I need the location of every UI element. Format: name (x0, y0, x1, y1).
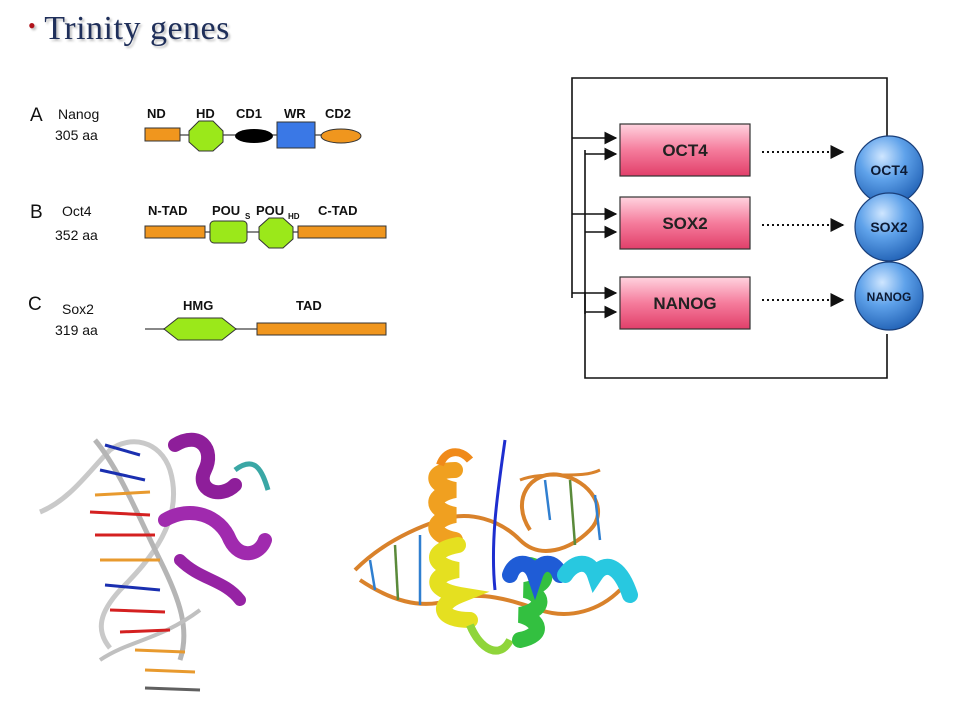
domain-label: CD1 (236, 106, 262, 121)
protein-label: SOX2 (870, 219, 908, 235)
domain-label: TAD (296, 298, 322, 313)
gene-label: OCT4 (662, 141, 708, 160)
protein-helix (158, 505, 272, 561)
domain-label: WR (284, 106, 306, 121)
protein-helix (512, 557, 553, 648)
dna-backbone (39, 439, 177, 650)
protein-helix (428, 462, 463, 548)
domain-wr (276, 121, 316, 149)
domain-label: HD (196, 106, 215, 121)
gene-label: NANOG (653, 294, 716, 313)
protein-loop (466, 623, 514, 655)
protein-name: Sox2 (62, 301, 94, 317)
dna-bases (89, 443, 201, 692)
protein-loop (436, 448, 474, 467)
panel-letter: A (30, 105, 43, 126)
domain-pou-s (209, 220, 248, 244)
title-text: Trinity genes (44, 10, 230, 47)
domain-label: POU (256, 203, 284, 218)
protein-strand (491, 439, 507, 591)
protein-helix (429, 537, 490, 628)
domain-cd2 (320, 128, 362, 144)
dna-rungs (368, 479, 602, 605)
protein-loop (233, 461, 271, 491)
domain-c-tad (297, 225, 387, 239)
protein-name: Nanog (58, 106, 99, 122)
protein-circle-sox2 (854, 192, 924, 262)
dna-backbone (358, 578, 622, 616)
protein-helix (502, 555, 568, 601)
domain-subscript: HD (288, 212, 300, 221)
gene-box-sox2 (619, 196, 751, 250)
protein-label: OCT4 (870, 162, 908, 178)
protein-name: Oct4 (62, 203, 92, 219)
regulatory-network: OCT4 SOX2 NANOG OCT4 SOX2 NANOG (571, 77, 924, 379)
protein-length: 352 aa (55, 227, 98, 243)
gene-box-oct4 (619, 123, 751, 177)
domain-pou-hd (258, 217, 294, 249)
domain-label: C-TAD (318, 203, 357, 218)
protein-helix (557, 555, 638, 603)
protein-label: NANOG (867, 290, 912, 304)
protein-length: 305 aa (55, 127, 98, 143)
protein-circle-nanog (854, 261, 924, 331)
feedback-loop-bottom (584, 292, 888, 379)
title-bullet: • (28, 13, 37, 38)
structure-image-dna-hmg (39, 432, 272, 692)
panel-letter: B (30, 202, 43, 223)
panel-letter: C (28, 294, 42, 315)
protein-length: 319 aa (55, 322, 98, 338)
protein-helix (174, 554, 246, 606)
domain-label: CD2 (325, 106, 351, 121)
domain-hmg (163, 317, 237, 341)
domain-hd (188, 120, 224, 152)
domain-label: N-TAD (148, 203, 187, 218)
protein-helix (168, 432, 242, 500)
domain-label: ND (147, 106, 166, 121)
panel-b-oct4: B Oct4 352 aa N-TAD POU S POU HD C-TAD (30, 202, 387, 249)
gene-label: SOX2 (662, 214, 707, 233)
domain-label: POU (212, 203, 240, 218)
domain-nd (144, 127, 181, 142)
gene-box-nanog (619, 276, 751, 330)
feedback-loop-top (571, 77, 888, 150)
structure-image-rainbow (353, 439, 638, 655)
dna-backbone (98, 608, 202, 662)
dna-backbone (353, 472, 601, 572)
domain-label: HMG (183, 298, 213, 313)
dna-backbone (519, 468, 601, 482)
panel-c-sox2: C Sox2 319 aa HMG TAD (28, 294, 387, 341)
panel-a-nanog: A Nanog 305 aa ND HD CD1 WR CD2 (30, 105, 362, 152)
domain-n-tad (144, 225, 206, 239)
domain-tad (256, 322, 387, 336)
page-title: • Trinity genes (28, 10, 230, 48)
domain-cd1 (235, 129, 273, 143)
domain-subscript: S (245, 212, 251, 221)
